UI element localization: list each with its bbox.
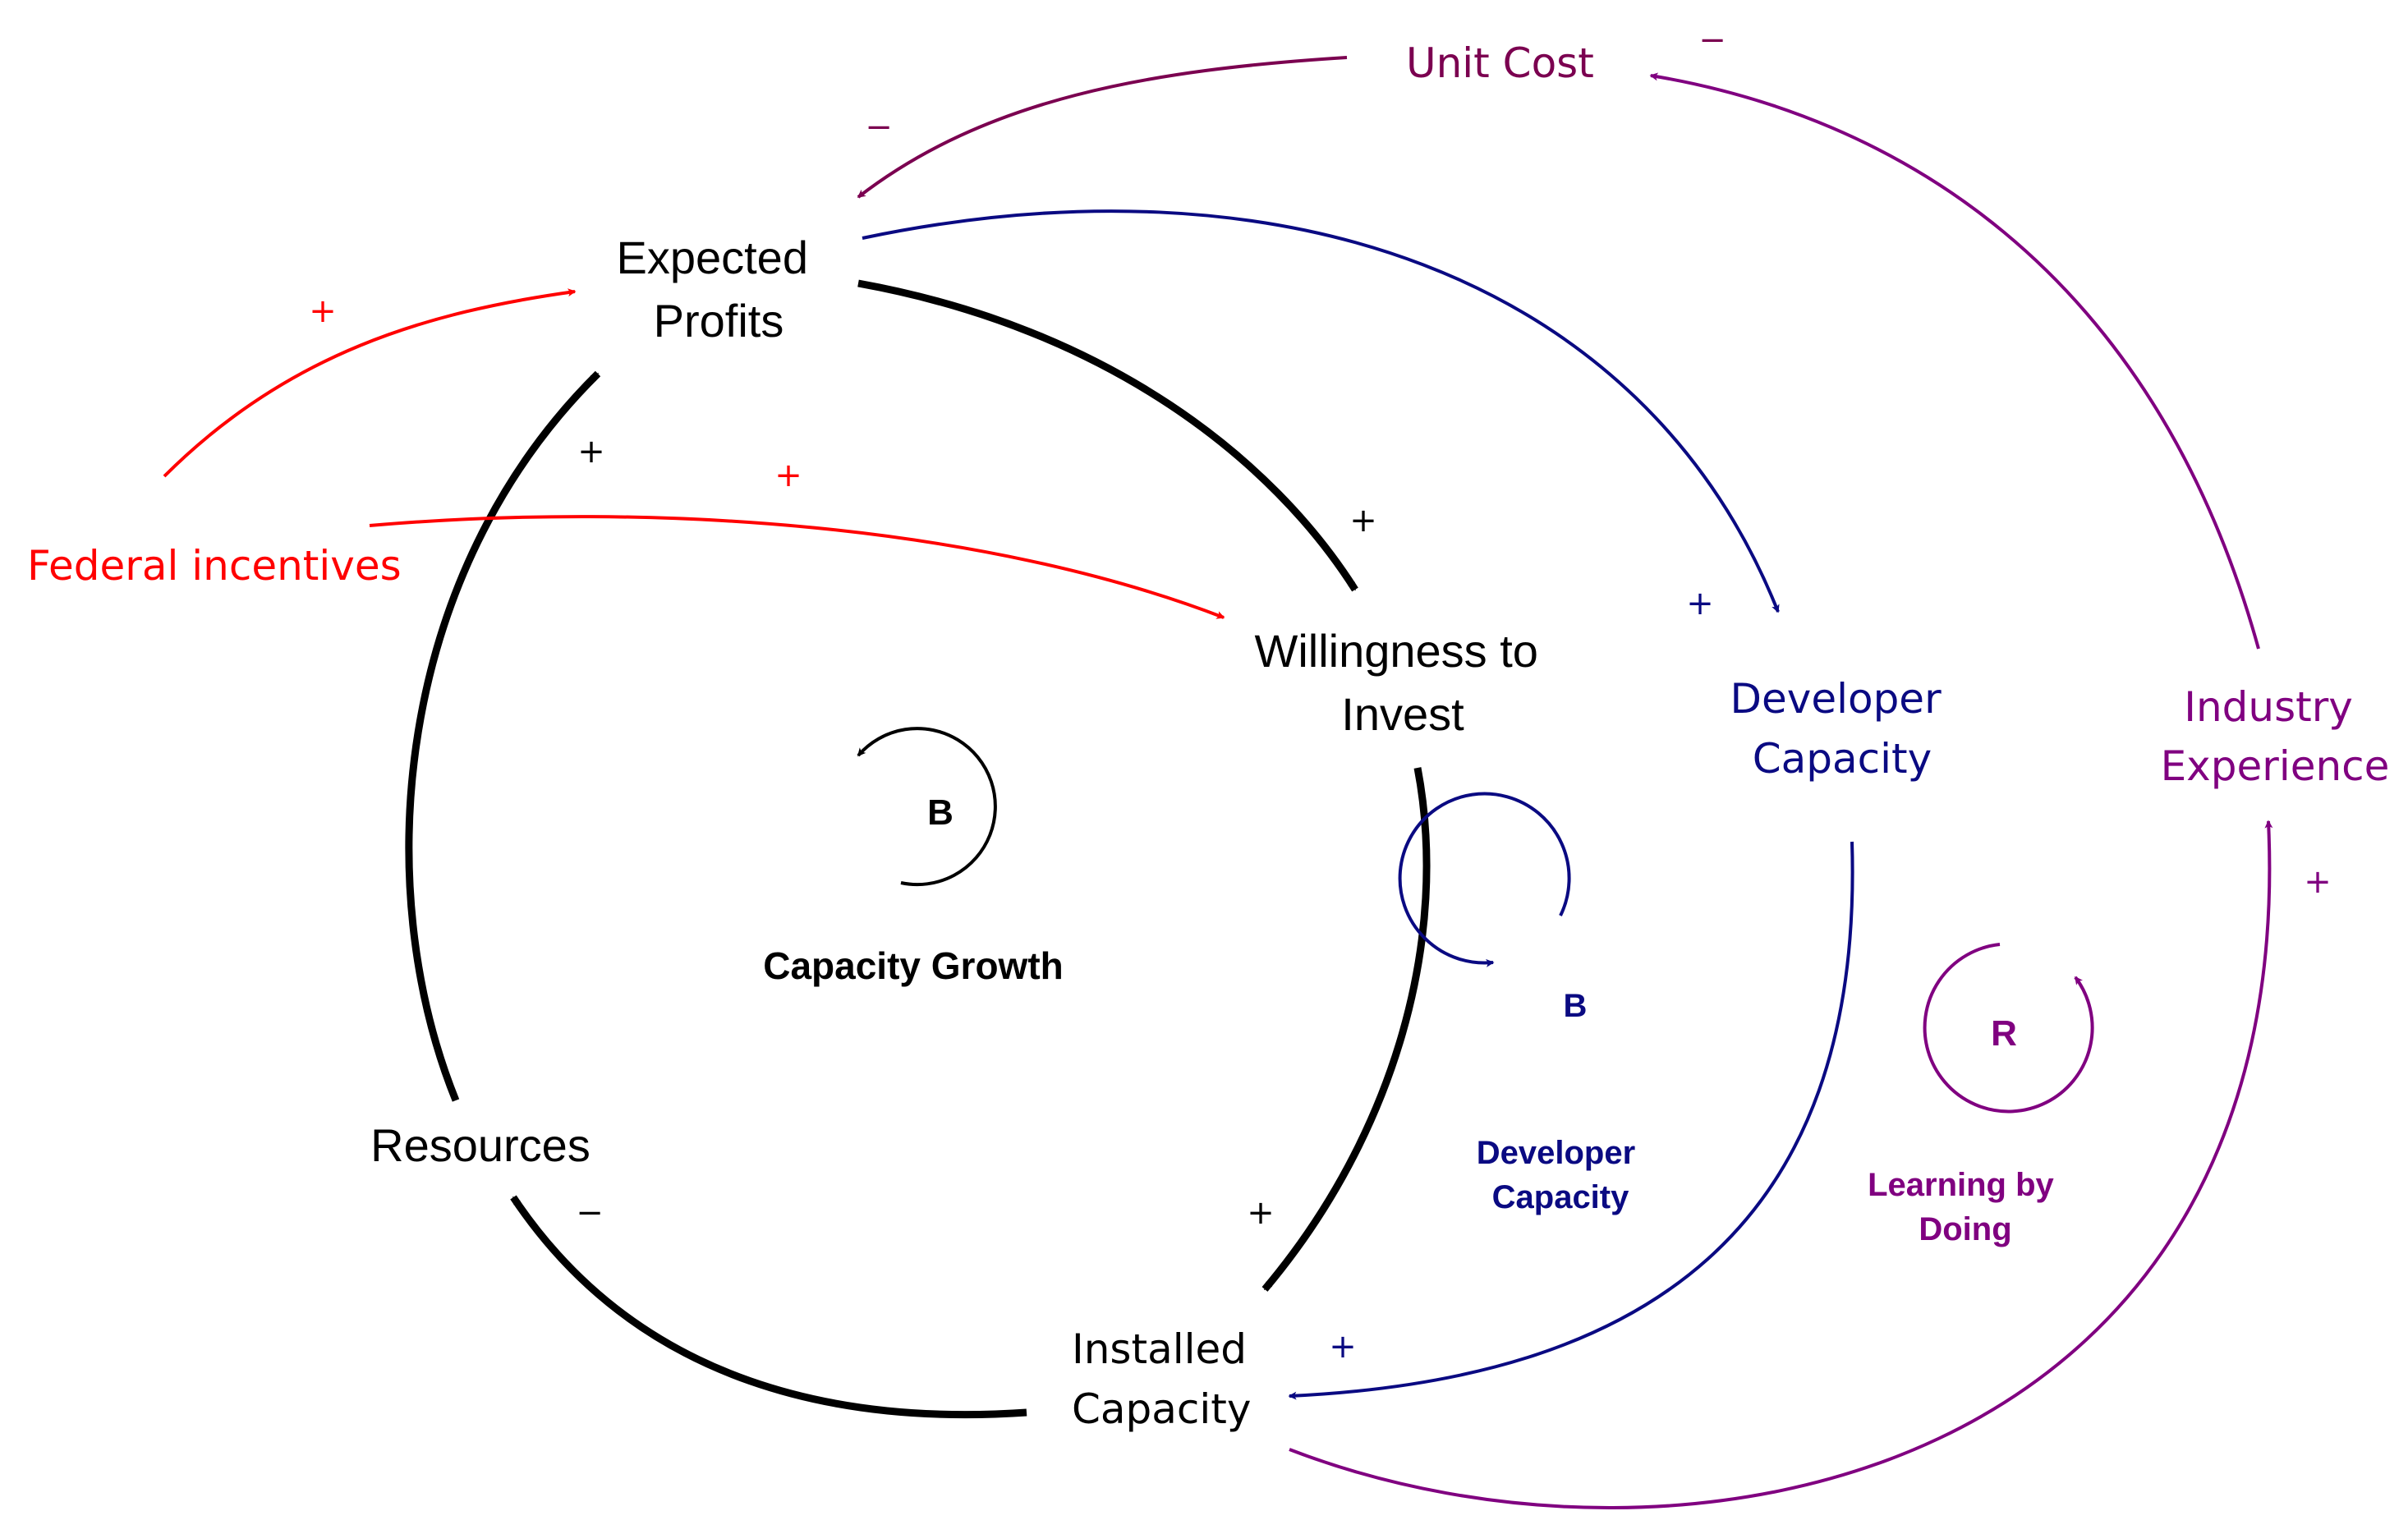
- link-incentives-to-willingness: [369, 515, 1225, 619]
- polarity-profits-to-developer: +: [1686, 585, 1714, 622]
- expected-profits-line-2: Profits: [654, 295, 784, 347]
- polarity-resources-to-profits: +: [577, 433, 605, 471]
- link-expected-profits-to-developer-capacity: [862, 209, 1780, 613]
- polarity-profits-to-willingness: +: [1349, 502, 1377, 540]
- resources-label: Resources: [370, 1119, 591, 1171]
- link-resources-to-expected-profits: [405, 370, 601, 1102]
- polarity-installed-to-resources: −: [576, 1194, 604, 1232]
- link-installed-capacity-to-resources: [510, 1195, 1027, 1419]
- loop-indicator-capacity-growth: [857, 727, 997, 887]
- learning-by-doing-loop-name: Learning by Doing: [1868, 1167, 2063, 1247]
- polarity-experience-to-unit-cost: −: [1698, 21, 1726, 59]
- learning-by-doing-loop-name-line-2: Doing: [1919, 1211, 2011, 1247]
- willingness-line-1: Willingness to: [1254, 625, 1537, 677]
- link-expected-profits-to-willingness: [857, 279, 1358, 592]
- installed-capacity-line-2: Capacity: [1072, 1385, 1252, 1433]
- polarity-incentives-to-profits: +: [309, 292, 337, 330]
- installed-capacity-line-1: Installed: [1072, 1325, 1247, 1373]
- capacity-growth-loop-name: Capacity Growth: [763, 944, 1064, 987]
- expected-profits-line-1: Expected: [616, 232, 808, 283]
- loop-indicator-learning-by-doing: [1923, 943, 2094, 1114]
- capacity-growth-loop-symbol: B: [927, 792, 954, 833]
- learning-by-doing-loop-name-line-1: Learning by: [1868, 1167, 2054, 1203]
- polarity-developer-to-installed: +: [1329, 1328, 1357, 1366]
- industry-experience-line-2: Experience: [2161, 742, 2390, 790]
- installed-capacity-label: Installed Capacity: [1072, 1325, 1260, 1433]
- developer-capacity-label: Developer Capacity: [1730, 675, 1954, 783]
- industry-experience-label: Industry Experience: [2161, 683, 2390, 790]
- developer-capacity-loop-name-line-1: Developer: [1477, 1135, 1635, 1171]
- federal-incentives-label: Federal incentives: [27, 542, 402, 590]
- polarity-willingness-to-installed: +: [1247, 1194, 1275, 1232]
- polarity-unit-cost-to-profits: −: [865, 108, 893, 146]
- developer-capacity-loop-symbol: B: [1564, 988, 1588, 1024]
- polarity-incentives-to-willingness: +: [774, 457, 802, 494]
- link-unit-cost-to-expected-profits: [857, 56, 1348, 199]
- developer-capacity-line-2: Capacity: [1753, 735, 1932, 783]
- learning-by-doing-loop-symbol: R: [1991, 1013, 2017, 1054]
- link-installed-capacity-to-industry-experience: [1289, 820, 2273, 1509]
- polarity-installed-to-experience: +: [2304, 863, 2332, 901]
- developer-capacity-loop-name-line-2: Capacity: [1492, 1179, 1629, 1215]
- link-willingness-to-installed-capacity: [1261, 767, 1431, 1292]
- developer-capacity-loop-name: Developer Capacity: [1477, 1135, 1645, 1215]
- unit-cost-label: Unit Cost: [1406, 39, 1594, 87]
- loop-indicator-developer-capacity: [1398, 792, 1571, 967]
- industry-experience-line-1: Industry: [2184, 683, 2353, 731]
- expected-profits-label: Expected Profits: [616, 232, 820, 347]
- willingness-to-invest-label: Willingness to Invest: [1254, 625, 1551, 740]
- link-developer-capacity-to-installed-capacity: [1288, 841, 1854, 1400]
- link-industry-experience-to-unit-cost: [1649, 72, 2260, 650]
- willingness-line-2: Invest: [1341, 688, 1464, 740]
- link-incentives-to-expected-profits: [163, 288, 577, 478]
- developer-capacity-line-1: Developer: [1730, 675, 1942, 723]
